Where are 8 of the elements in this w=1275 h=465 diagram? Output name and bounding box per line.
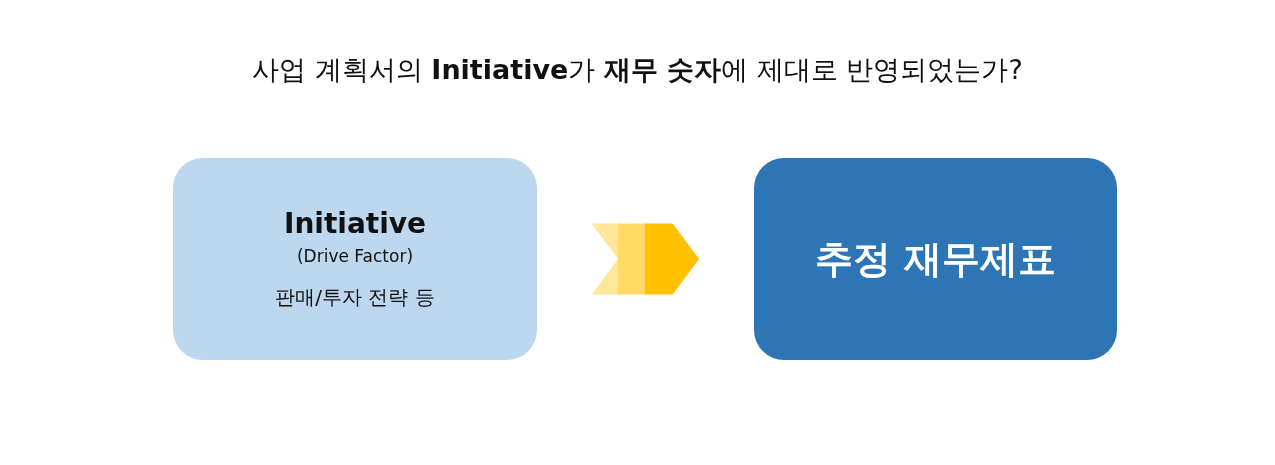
description-text: 판매/투자 전략 등 [275,284,435,311]
subtitle-text: (Drive Factor) [297,246,413,266]
initiative-heading: Initiative [283,207,427,240]
input-box [173,158,537,360]
chevron-arrow [592,223,699,295]
box-heading: 추정 재무제표 [814,235,1057,283]
output-box [754,158,1117,360]
title: 사업 계획서의 Initiative가 재무 숫자에 제대로 반영되었는가? [251,53,1024,87]
